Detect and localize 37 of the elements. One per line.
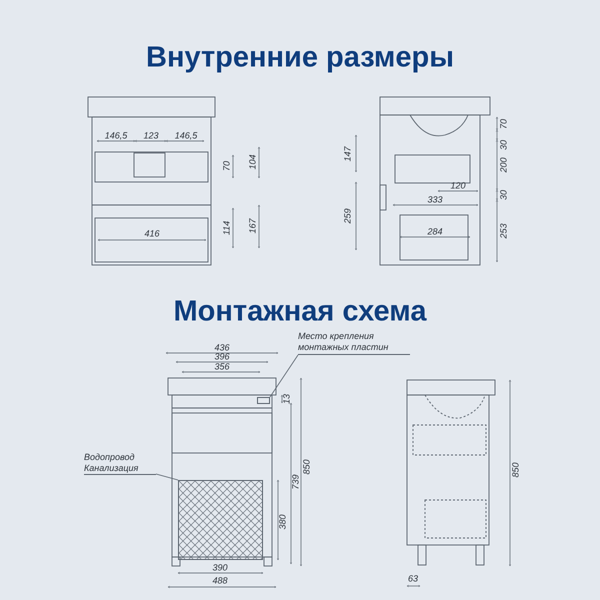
dimension-value: 13 <box>282 394 292 404</box>
leader-line <box>156 474 178 480</box>
dimension-value: 114 <box>222 220 232 236</box>
dimension-value: 333 <box>427 196 443 204</box>
dimension-value: 284 <box>427 228 443 236</box>
dimension-value: 416 <box>144 230 160 238</box>
dimension-value: 200 <box>500 157 508 173</box>
pipe-area-hatching <box>178 480 263 560</box>
dimension-value: 104 <box>248 154 258 170</box>
callout-text: Место крепления монтажных пластин <box>298 331 410 355</box>
dimension-value: 488 <box>212 576 228 586</box>
section-heading: Монтажная схема <box>174 294 426 330</box>
dimension-value: 30 <box>500 140 508 150</box>
callout-text: Водопровод Канализация <box>84 452 156 475</box>
dimension-value: 120 <box>450 182 466 190</box>
dimension-value: 167 <box>248 218 258 234</box>
leader-line <box>270 354 298 398</box>
dimension-value: 253 <box>500 223 508 239</box>
dimension-value: 70 <box>222 161 232 171</box>
dimension-value: 436 <box>214 344 230 352</box>
dimension-value: 850 <box>512 462 520 478</box>
dimension-value: 123 <box>143 132 159 140</box>
dimension-value: 70 <box>500 119 508 129</box>
dimension-value: 396 <box>214 352 230 362</box>
section-heading: Внутренние размеры <box>146 40 454 76</box>
dimension-value: 259 <box>344 208 352 224</box>
mounting-plate <box>257 397 270 404</box>
dimension-value: 63 <box>408 574 418 584</box>
dimension-value: 30 <box>500 190 508 200</box>
dimension-value: 739 <box>292 474 300 490</box>
dimension-value: 356 <box>214 362 230 372</box>
dimension-value: 146,5 <box>174 132 198 140</box>
dimension-value: 380 <box>278 514 288 530</box>
dimension-value: 850 <box>302 459 312 475</box>
dimension-value: 390 <box>212 564 228 572</box>
dimension-value: 146,5 <box>104 132 128 140</box>
dimension-value: 147 <box>344 146 352 162</box>
